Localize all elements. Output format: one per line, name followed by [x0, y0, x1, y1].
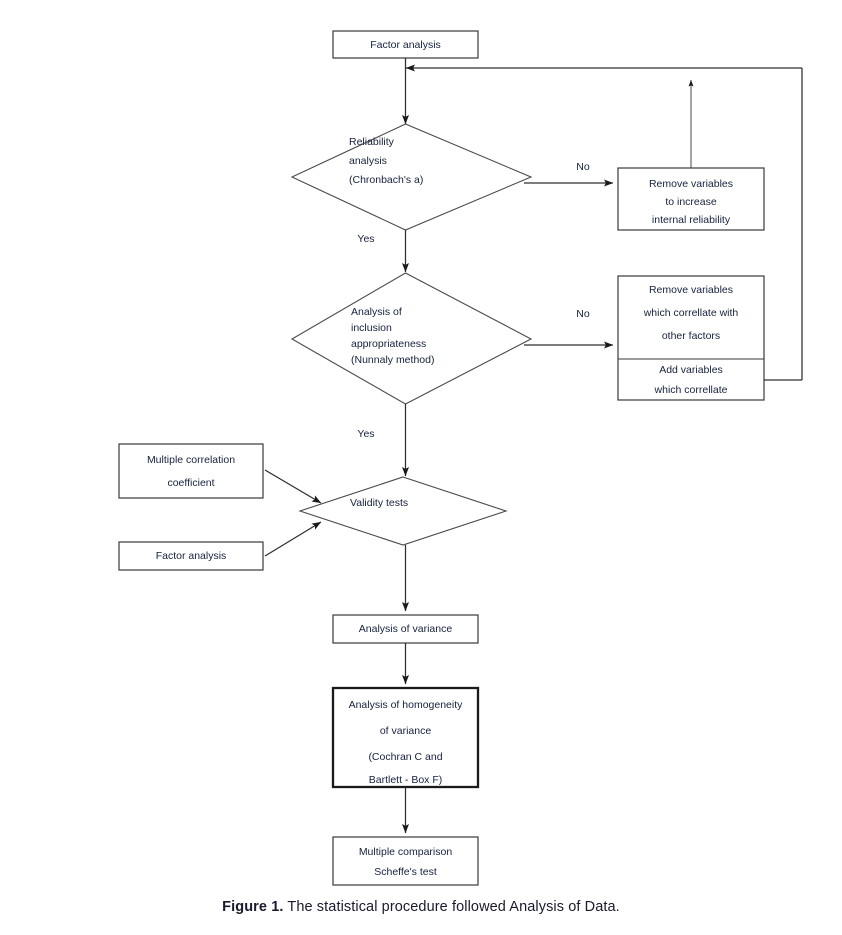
multiple-correlation-line-2: coefficient	[167, 477, 214, 489]
remove-correlating-line-1: Remove variables	[649, 284, 733, 296]
figure-caption-label: Figure 1.	[222, 899, 284, 915]
node-remove-add-correlating: Remove variables which correllate with o…	[617, 275, 765, 401]
edge-label-no-inclusion: No	[576, 308, 590, 320]
node-multiple-comparison: Multiple comparison Scheffe's test	[332, 836, 479, 886]
homogeneity-line-2: of variance	[380, 725, 432, 737]
node-factor-analysis-top: Factor analysis	[332, 30, 479, 59]
node-factor-analysis-top-label: Factor analysis	[370, 39, 441, 51]
inclusion-line-4: (Nunnaly method)	[351, 354, 434, 366]
inclusion-line-3: appropriateness	[351, 338, 426, 350]
edge-inclusion-no: No	[524, 308, 614, 349]
figure-caption-text: The statistical procedure followed Analy…	[283, 899, 620, 915]
edge-inclusion-yes: Yes	[357, 404, 410, 477]
remove-correlating-line-2: which correllate with	[643, 307, 739, 319]
edge-factor-left-to-validity	[264, 521, 322, 557]
reliability-line-2: analysis	[349, 155, 387, 167]
node-factor-analysis-left-label: Factor analysis	[156, 550, 227, 562]
flowchart-diagram: Factor analysis Reliability analysis (Ch…	[118, 30, 803, 886]
edge-correlation-to-validity	[264, 469, 322, 504]
inclusion-line-2: inclusion	[351, 322, 392, 334]
remove-correlating-line-3: other factors	[662, 330, 720, 342]
homogeneity-line-1: Analysis of homogeneity	[349, 699, 464, 711]
node-homogeneity: Analysis of homogeneity of variance (Coc…	[331, 686, 480, 789]
remove-internal-line-1: Remove variables	[649, 178, 733, 190]
multiple-correlation-line-1: Multiple correlation	[147, 454, 235, 466]
node-factor-analysis-left: Factor analysis	[118, 541, 264, 571]
node-validity-diamond: Validity tests	[298, 476, 508, 546]
node-inclusion-diamond: Analysis of inclusion appropriateness (N…	[290, 272, 533, 405]
validity-tests-label: Validity tests	[350, 497, 408, 509]
reliability-line-3: (Chronbach's a)	[349, 174, 423, 186]
edge-feedback-outer-loop	[405, 64, 803, 381]
node-multiple-correlation: Multiple correlation coefficient	[118, 443, 264, 499]
inclusion-line-1: Analysis of	[351, 306, 402, 318]
edge-label-yes-inclusion: Yes	[357, 428, 374, 440]
reliability-line-1: Reliability	[349, 136, 395, 148]
multiple-comparison-line-1: Multiple comparison	[359, 846, 453, 858]
figure-caption: Figure 1. The statistical procedure foll…	[0, 899, 842, 915]
analysis-of-variance-label: Analysis of variance	[359, 623, 453, 635]
homogeneity-line-3: (Cochran C and	[368, 751, 442, 763]
node-analysis-of-variance: Analysis of variance	[332, 614, 479, 644]
remove-internal-line-2: to increase	[665, 196, 717, 208]
edge-reliability-yes: Yes	[357, 230, 410, 273]
edge-label-no-reliability: No	[576, 161, 590, 173]
homogeneity-line-4: Bartlett - Box F)	[369, 774, 443, 786]
multiple-comparison-line-2: Scheffe's test	[374, 866, 437, 878]
edge-reliability-no: No	[524, 161, 614, 187]
remove-internal-line-3: internal reliability	[652, 214, 731, 226]
edge-label-yes-reliability: Yes	[357, 233, 374, 245]
add-correlating-line-2: which correllate	[654, 384, 728, 396]
node-reliability-diamond: Reliability analysis (Chronbach's a)	[290, 123, 533, 231]
node-remove-internal-reliability: Remove variables to increase internal re…	[617, 167, 765, 231]
add-correlating-line-1: Add variables	[659, 364, 723, 376]
